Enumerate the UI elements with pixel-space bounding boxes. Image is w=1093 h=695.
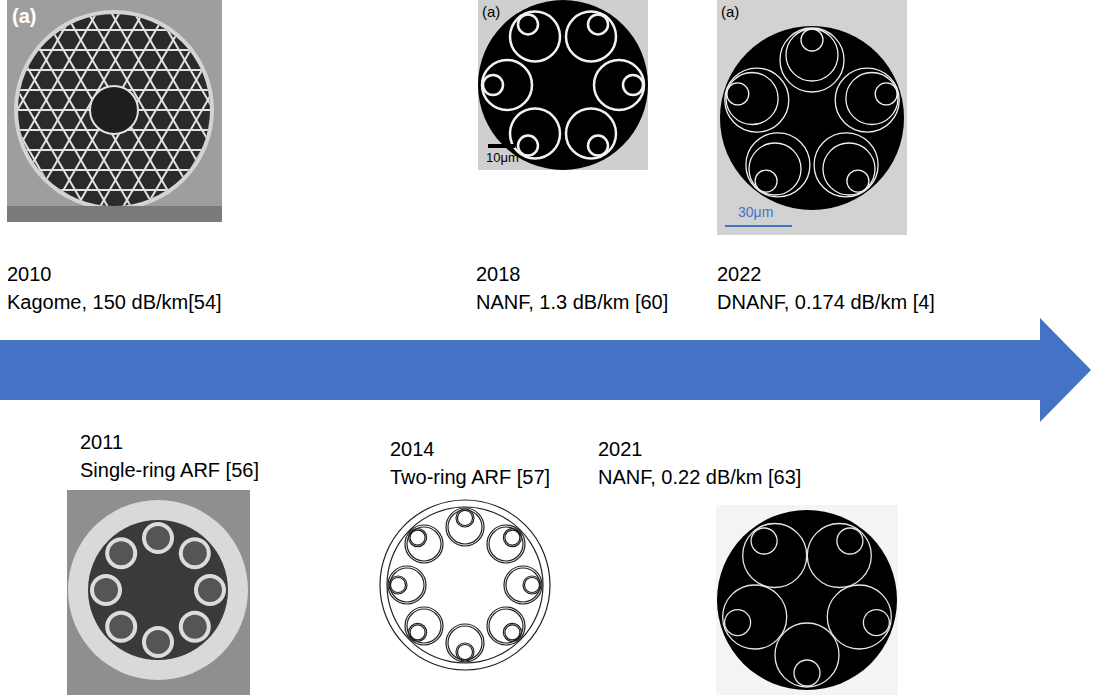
timeline-arrow [0,318,1091,422]
year-label: 2011 [80,430,123,454]
fiber-description: Kagome, 150 dB/km[54] [7,290,222,314]
year-label: 2018 [476,262,521,286]
nanf-2021-image [716,505,898,695]
fiber-description: DNANF, 0.174 dB/km [4] [717,290,935,314]
year-label: 2022 [717,262,762,286]
dnanf-2022-image [717,0,907,235]
year-label: 2014 [390,437,435,461]
two-ring-arf-drawing [380,500,550,670]
fiber-description: NANF, 0.22 dB/km [63] [598,465,801,489]
panel-tag: (a) [12,4,36,28]
scale-bar-label: 30μm [738,204,773,221]
scale-bar-label: 10μm [486,150,519,166]
panel-tag: (a) [721,3,739,21]
kagome-fiber-image [7,0,222,222]
nanf-2018-image [478,0,648,170]
year-label: 2021 [598,437,643,461]
year-label: 2010 [7,262,52,286]
panel-tag: (a) [482,3,500,21]
fiber-description: Single-ring ARF [56] [80,458,259,482]
single-ring-arf-image [67,490,250,695]
fiber-description: Two-ring ARF [57] [390,465,550,489]
fiber-description: NANF, 1.3 dB/km [60] [476,290,668,314]
